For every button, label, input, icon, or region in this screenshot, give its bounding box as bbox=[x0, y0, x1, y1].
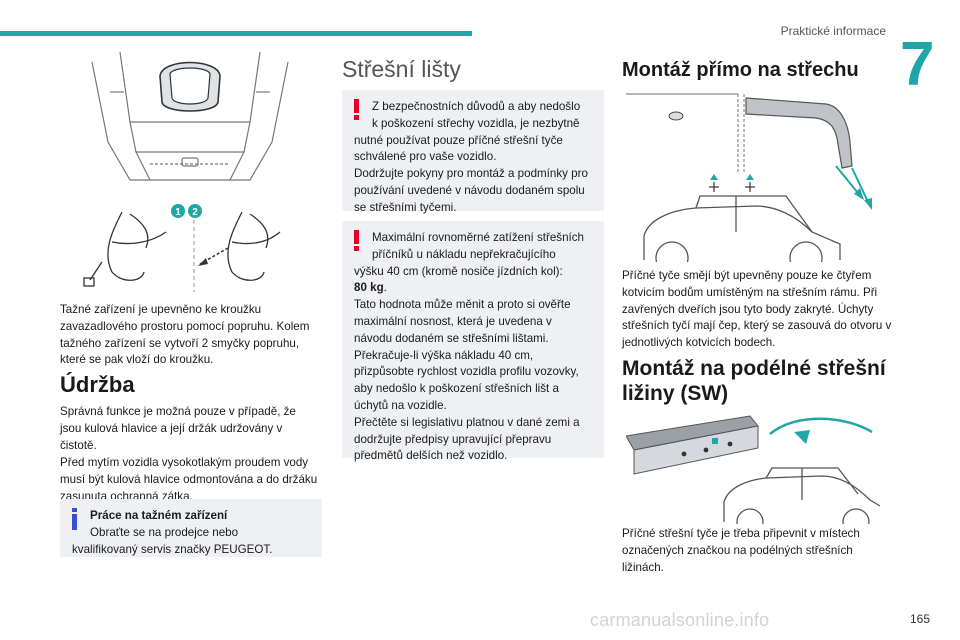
info-icon bbox=[72, 508, 77, 531]
info-box-text-a: Obraťte se na prodejce nebo bbox=[90, 525, 239, 539]
warning-2-line-c: výšku 40 cm (kromě nosiče jízdních kol): bbox=[354, 264, 563, 278]
roof-anchor-illustration bbox=[626, 93, 872, 262]
header-accent-bar bbox=[0, 31, 472, 36]
longitudinal-rails-heading: Montáž na podélné střešní ližiny (SW) bbox=[622, 357, 886, 405]
watermark: carmanualsonline.info bbox=[590, 610, 770, 630]
direct-roof-mount-heading: Montáž přímo na střechu bbox=[622, 59, 859, 81]
max-load-value: 80 kg bbox=[354, 281, 384, 295]
warning-box-max-load: Maximální rovnoměrné zatížení střešních … bbox=[342, 221, 604, 462]
badge-2-label: 2 bbox=[192, 207, 198, 218]
info-box-towbar: Práce na tažném zařízení Obraťte se na p… bbox=[60, 499, 322, 557]
info-box-title: Práce na tažném zařízení bbox=[90, 509, 228, 522]
chapter-number: 7 bbox=[900, 30, 935, 99]
badge-1 bbox=[171, 204, 185, 218]
direct-mount-text: Příčné tyče smějí být upevněny pouze ke … bbox=[622, 269, 892, 350]
warning-icon bbox=[354, 230, 359, 251]
maintenance-heading: Údržba bbox=[60, 372, 135, 397]
warning-2-text-g: Přečtěte si legislativu platnou v dané z… bbox=[354, 415, 580, 463]
warning-icon bbox=[354, 99, 359, 120]
trunk-illustration bbox=[91, 52, 289, 181]
badge-2 bbox=[188, 204, 202, 218]
section-title: Praktické informace bbox=[780, 24, 886, 38]
warning-1-text-b: k poškození střechy vozidla, je nezbytně… bbox=[354, 116, 580, 164]
warning-box-approved-bars: Z bezpečnostních důvodů a aby nedošlo k … bbox=[342, 90, 604, 214]
info-box-text-b: kvalifikovaný servis značky PEUGEOT. bbox=[72, 542, 273, 556]
roof-rail-illustration bbox=[626, 415, 880, 524]
warning-2-text-f: Překračuje-li výška nákladu 40 cm, přizp… bbox=[354, 348, 579, 412]
maintenance-text-2: Před mytím vozidla vysokotlakým proudem … bbox=[60, 456, 318, 503]
warning-2-line-a: Maximální rovnoměrné zatížení střešních bbox=[372, 231, 584, 244]
page-number: 165 bbox=[909, 612, 930, 626]
maintenance-text-1: Správná funkce je možná pouze v případě,… bbox=[60, 405, 296, 452]
max-load-period: . bbox=[383, 281, 387, 295]
rails-mount-text: Příčné střešní tyče je třeba připevnit v… bbox=[622, 527, 860, 574]
tow-ball-strap-illustration: 1 2 bbox=[83, 204, 281, 292]
badge-1-label: 1 bbox=[175, 207, 181, 218]
roof-bars-heading: Střešní lišty bbox=[342, 56, 461, 82]
warning-1-line-a: Z bezpečnostních důvodů a aby nedošlo bbox=[372, 100, 581, 113]
warning-1-text-c: Dodržujte pokyny pro montáž a podmínky p… bbox=[354, 167, 588, 214]
towbar-strap-text: Tažné zařízení je upevněno ke kroužku za… bbox=[60, 303, 310, 367]
warning-2-text-e: Tato hodnota může měnit a proto si ověřt… bbox=[354, 298, 571, 345]
warning-2-line-b: příčníků u nákladu nepřekračujícího bbox=[372, 247, 556, 261]
